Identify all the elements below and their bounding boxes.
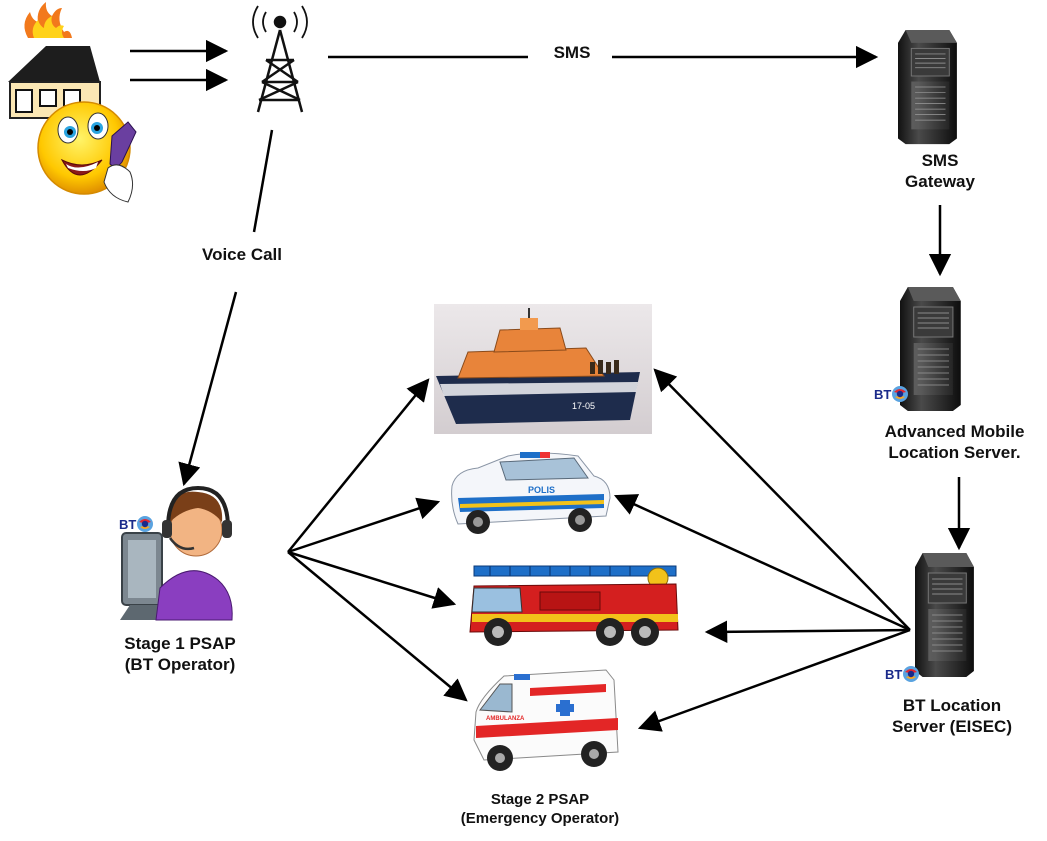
bt-logo	[885, 666, 919, 682]
bt-logo	[874, 386, 908, 402]
arrow-psap1-to-ambulance	[287, 551, 468, 702]
advanced-mobile-location-server-icon	[899, 286, 962, 412]
police-marking: POLIS	[528, 485, 555, 495]
ambulance-marking: AMBULANZA	[486, 716, 525, 722]
voice-call-edge-label: Voice Call	[202, 245, 282, 264]
sms-gateway-label: SMS Gateway	[905, 151, 975, 192]
bt-location-server-label: BT Location Server (EISEC)	[892, 696, 1012, 737]
connectors	[130, 39, 971, 732]
ambulance-icon: AMBULANZA	[473, 669, 619, 771]
voice-call-line-top	[252, 129, 274, 233]
lifeboat-icon: 17-05	[434, 304, 652, 434]
bt-logo	[119, 516, 153, 532]
arrow-eisec-to-police	[613, 494, 911, 632]
sms-edge-label: SMS	[553, 43, 591, 62]
arrow-eisec-to-lifeboat	[653, 368, 911, 631]
arrow-eisec-to-fire	[704, 620, 911, 644]
arrow-psap1-to-fire	[287, 550, 457, 609]
arrow-psap1-to-lifeboat	[287, 378, 430, 553]
panicked-caller-icon	[37, 101, 137, 203]
bt-location-server-icon	[914, 552, 975, 678]
arrow-eisec-to-ambulance	[637, 628, 911, 732]
police-car-icon: POLIS	[451, 452, 611, 534]
advanced-mobile-location-server-label: Advanced Mobile Location Server.	[884, 422, 1025, 463]
cell-tower-icon	[252, 5, 308, 113]
lifeboat-number: 17-05	[572, 401, 595, 411]
voice-call-arrow	[178, 291, 238, 487]
burning-house-icon	[8, 2, 101, 119]
stage2-psap-label: Stage 2 PSAP (Emergency Operator)	[460, 791, 620, 827]
sms-gateway-server-icon	[897, 29, 958, 145]
fire-engine-icon	[469, 565, 679, 646]
operator-icon	[120, 485, 233, 621]
arrow-psap1-to-police	[287, 497, 441, 554]
stage1-psap-label: Stage 1 PSAP (BT Operator)	[124, 634, 236, 675]
